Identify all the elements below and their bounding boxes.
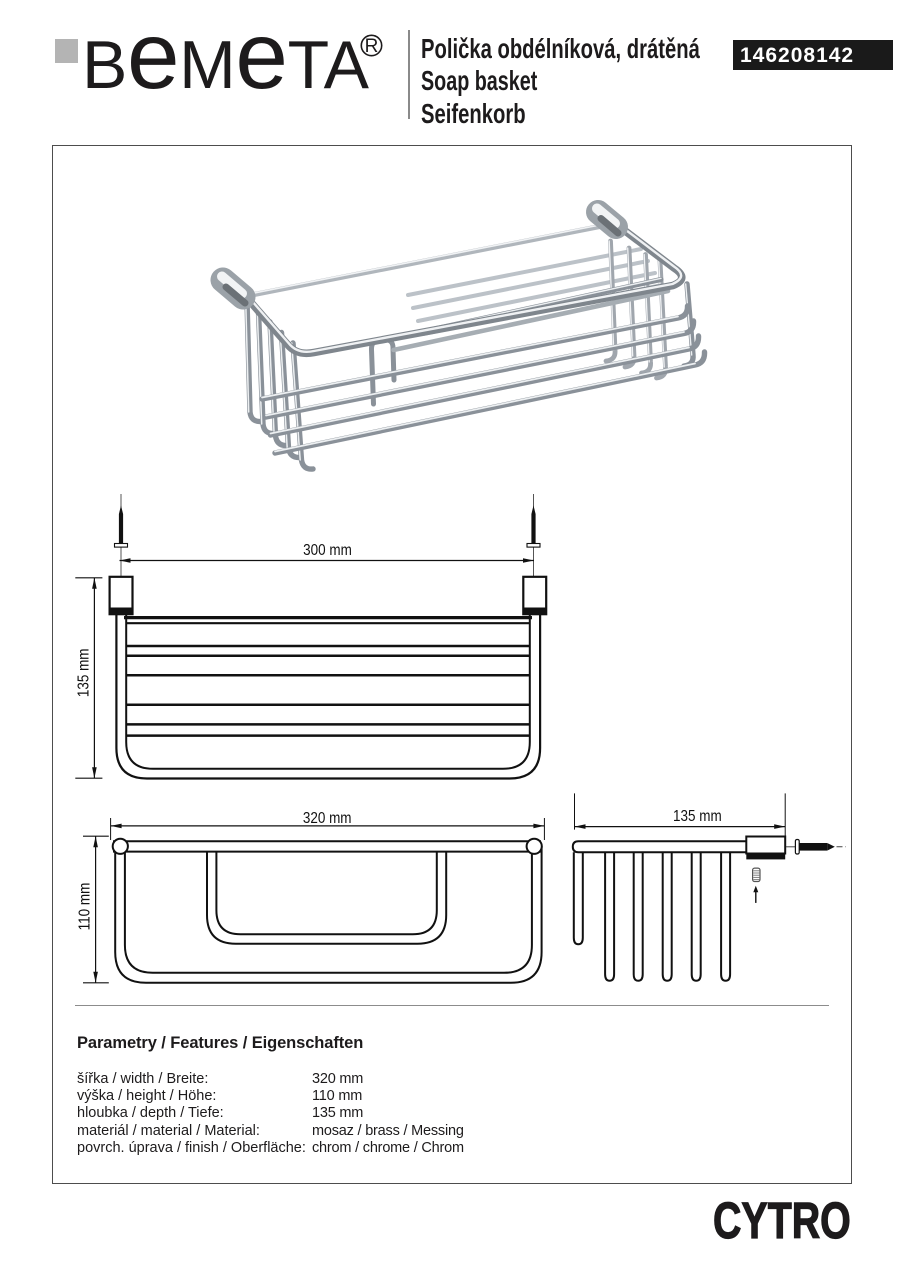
svg-text:135 mm: 135 mm bbox=[76, 648, 93, 697]
svg-text:110 mm: 110 mm bbox=[76, 883, 93, 931]
svg-text:300 mm: 300 mm bbox=[303, 542, 352, 559]
svg-text:R: R bbox=[365, 36, 379, 57]
svg-text:135 mm: 135 mm bbox=[673, 808, 722, 825]
svg-text:320 mm: 320 mm bbox=[303, 810, 352, 827]
